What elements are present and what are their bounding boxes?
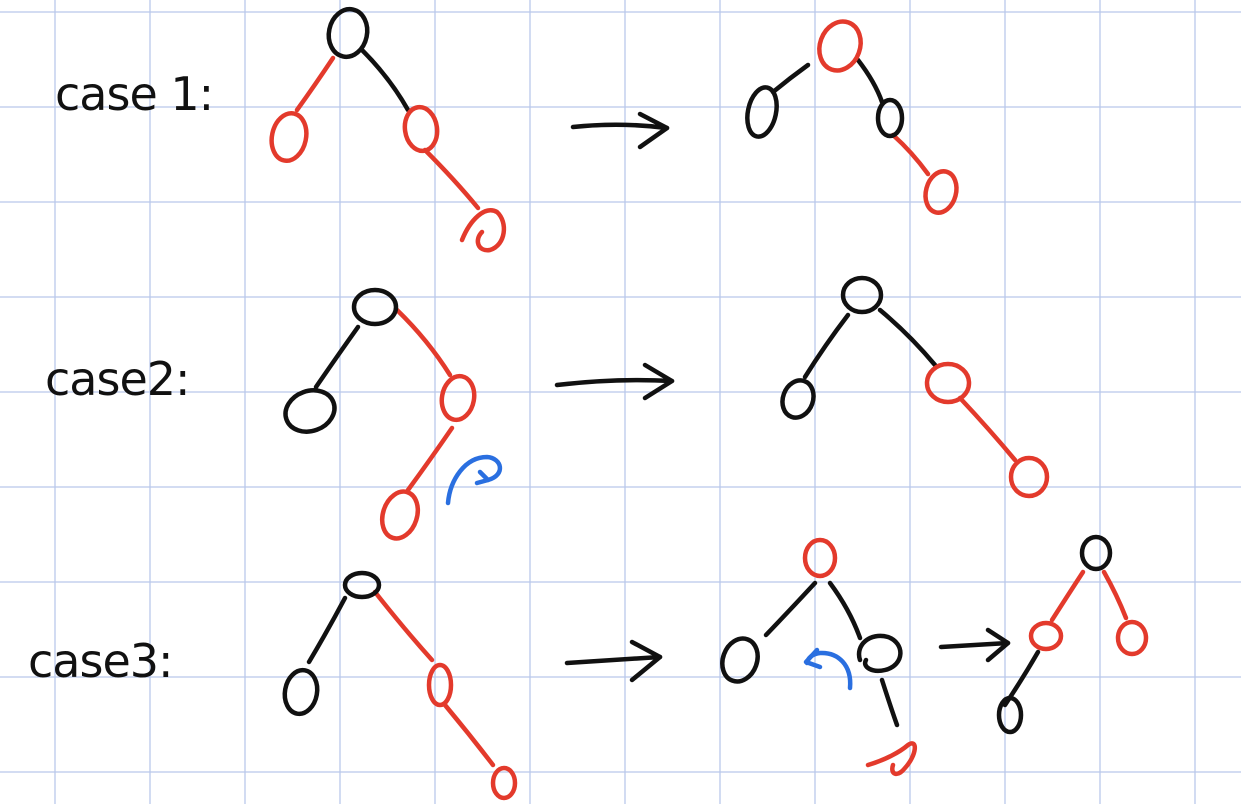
rotation-arrow-icon xyxy=(445,454,503,506)
rotation-arrow-icon xyxy=(804,650,853,691)
tree-node xyxy=(856,633,903,673)
case-3-rotation xyxy=(803,647,853,691)
tree-node xyxy=(1079,534,1113,572)
transform-arrow xyxy=(554,377,675,388)
case-2-label: case2: xyxy=(45,352,190,406)
transform-arrow xyxy=(570,122,670,131)
case-2-after-tree xyxy=(780,275,1050,499)
tree-edge xyxy=(422,147,481,211)
tree-edge xyxy=(802,312,851,380)
tree-node xyxy=(439,373,477,423)
tree-edge xyxy=(313,324,361,390)
tree-edge xyxy=(294,55,336,113)
tree-edge xyxy=(405,425,455,493)
case-2-arrow xyxy=(554,362,675,401)
case-2-before-tree xyxy=(283,287,477,541)
tree-node xyxy=(840,275,884,315)
tree-node xyxy=(269,111,309,163)
tree-node xyxy=(326,6,370,60)
transform-arrow-head xyxy=(642,362,675,401)
tree-node xyxy=(379,489,421,541)
case-1-after-tree xyxy=(745,19,959,215)
tree-edge xyxy=(770,62,811,95)
tree-node xyxy=(459,208,507,253)
tree-edge xyxy=(1049,569,1086,623)
tree-node xyxy=(720,636,760,684)
tree-edge xyxy=(1101,569,1129,621)
tree-node xyxy=(780,378,816,420)
tree-node xyxy=(402,104,440,154)
tree-edge xyxy=(394,307,453,378)
case-3-after-tree xyxy=(996,534,1149,735)
rotation-arrow-icon xyxy=(474,469,491,486)
tree-node xyxy=(802,537,838,579)
tree-node xyxy=(817,19,863,73)
tree-node xyxy=(865,741,917,777)
tree-edge xyxy=(957,395,1018,463)
tree-node xyxy=(1115,619,1149,657)
tree-edge xyxy=(879,677,900,728)
tree-node xyxy=(923,169,959,215)
tree-edge xyxy=(877,307,938,368)
tree-node xyxy=(342,570,382,600)
tree-edge xyxy=(827,580,863,641)
tree-node xyxy=(1028,620,1064,652)
tree-node xyxy=(924,361,972,405)
tree-node xyxy=(875,97,905,139)
rotation-arrow-icon xyxy=(803,647,823,670)
tree-edge xyxy=(372,589,435,663)
tree-node xyxy=(283,388,337,434)
tree-node xyxy=(490,765,518,801)
case-1-before-tree xyxy=(269,6,507,253)
transform-arrow-head xyxy=(629,639,663,683)
tree-node xyxy=(351,287,399,327)
tree-edge xyxy=(890,132,931,177)
case-3-middle-tree xyxy=(720,537,917,777)
case-2-rotation xyxy=(445,454,503,506)
transform-arrow xyxy=(564,654,663,666)
tree-edge xyxy=(442,702,496,768)
case-3-before-tree xyxy=(282,570,518,801)
case-1-label: case 1: xyxy=(55,67,213,121)
case-3-label: case3: xyxy=(28,634,173,688)
tree-edge xyxy=(359,47,411,113)
case-3-arrow-1 xyxy=(564,639,663,683)
transform-arrow-head xyxy=(637,111,670,150)
transform-arrow xyxy=(938,640,1011,650)
tree-edge xyxy=(763,580,818,638)
tree-node xyxy=(282,667,320,717)
tree-edge xyxy=(855,57,885,105)
tree-node xyxy=(996,695,1024,735)
tree-node xyxy=(426,662,454,708)
transform-arrow-head xyxy=(985,627,1011,663)
tree-node xyxy=(745,85,779,139)
tree-node xyxy=(1008,455,1050,499)
case-1-arrow xyxy=(570,111,670,150)
case-3-arrow-2 xyxy=(938,627,1011,663)
tree-edge xyxy=(306,595,348,665)
